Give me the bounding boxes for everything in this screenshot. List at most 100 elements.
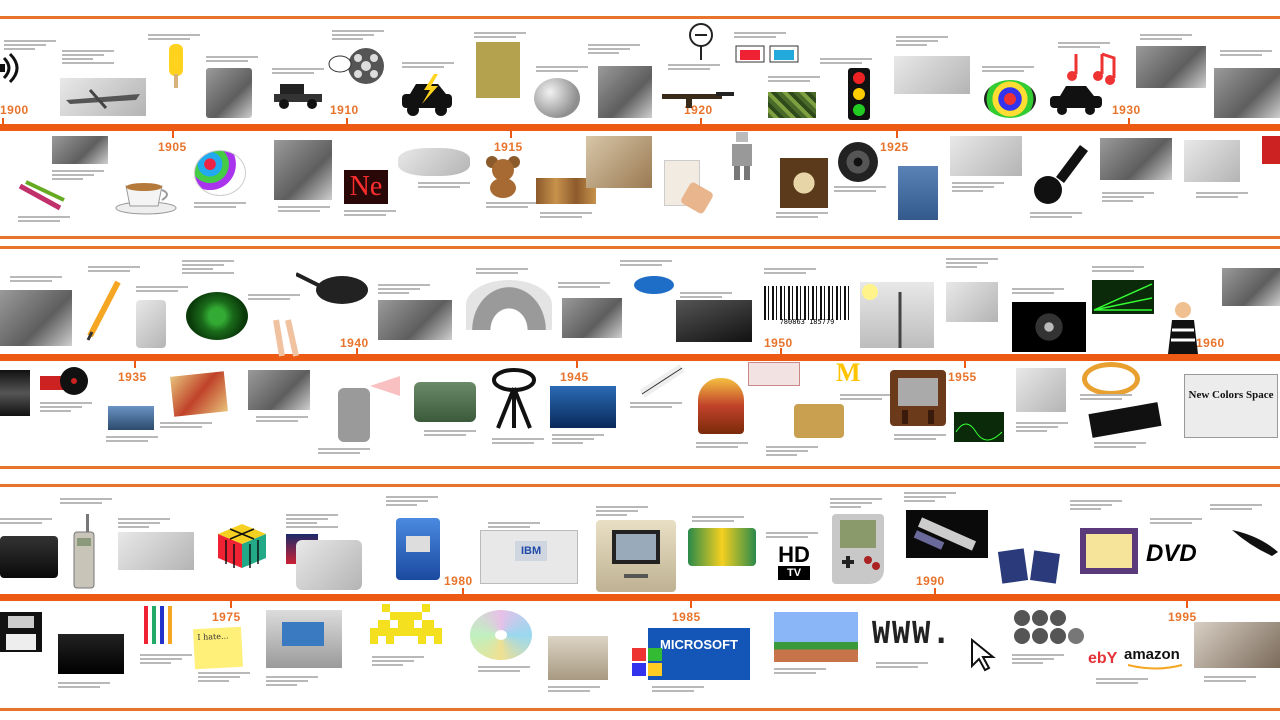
macintosh-computer-image xyxy=(596,520,676,592)
item-caption xyxy=(194,200,246,210)
item-caption xyxy=(952,180,1004,194)
traffic-light-image xyxy=(848,68,870,120)
cartoon-character-image xyxy=(548,636,608,680)
item-caption xyxy=(58,680,110,690)
loudspeaker-image xyxy=(838,142,878,182)
item-caption xyxy=(1150,516,1202,526)
axis-tick xyxy=(1186,598,1188,608)
item-caption xyxy=(1204,674,1256,684)
band-top-border xyxy=(0,246,1280,249)
year-label: 1990 xyxy=(916,574,945,588)
item-caption xyxy=(588,42,640,56)
item-caption xyxy=(596,504,648,518)
band-bottom-border xyxy=(0,466,1280,469)
crowd-photo xyxy=(894,56,970,94)
axis-tick xyxy=(896,128,898,138)
item-caption xyxy=(1092,264,1144,274)
item-caption xyxy=(18,214,70,224)
floppy-disk-photo xyxy=(296,540,362,590)
axis-tick xyxy=(964,358,966,368)
axis-tick xyxy=(934,588,936,598)
item-caption xyxy=(764,266,816,276)
item-caption xyxy=(62,48,114,66)
year-label: 1995 xyxy=(1168,610,1197,624)
item-caption xyxy=(894,432,946,442)
shuttle-wing-image xyxy=(1230,524,1280,560)
boxing-photo xyxy=(1136,46,1206,88)
ebay-logo: ebY xyxy=(1088,650,1132,672)
framed-art-inner xyxy=(1086,534,1132,568)
microphone-image xyxy=(688,22,714,60)
item-caption xyxy=(668,62,720,72)
item-caption xyxy=(1220,48,1272,58)
dvd-logo: DVD xyxy=(1146,540,1197,567)
item-caption xyxy=(88,264,140,274)
slinky-image xyxy=(466,280,552,330)
axis-tick xyxy=(690,598,692,608)
framed-art-image xyxy=(1080,528,1138,574)
item-caption xyxy=(60,496,112,506)
board-game-image xyxy=(170,371,228,417)
telephone-photo xyxy=(248,370,310,410)
axis-tick xyxy=(1128,118,1130,128)
item-caption xyxy=(286,512,338,530)
item-caption xyxy=(106,434,158,444)
item-caption xyxy=(318,446,370,456)
band-top-border xyxy=(0,484,1280,487)
axis-tick xyxy=(700,118,702,128)
item-caption xyxy=(10,274,62,284)
teacup-image xyxy=(112,176,180,216)
item-caption xyxy=(1012,652,1064,666)
barcode-image xyxy=(764,286,850,320)
newspaper-headline: New Colors Space xyxy=(1188,389,1274,401)
electric-car-icon xyxy=(398,74,456,118)
item-caption xyxy=(776,210,828,220)
item-caption xyxy=(876,660,928,670)
item-caption xyxy=(418,180,470,190)
ballpoint-pen-image xyxy=(84,278,124,342)
einstein-portrait xyxy=(206,68,252,118)
colored-pills-image xyxy=(194,150,246,196)
band-bottom-border xyxy=(0,708,1280,711)
oscilloscope-image xyxy=(954,412,1004,442)
computer-cabinet-image xyxy=(1016,368,1066,412)
mouse-cursor-icon xyxy=(968,637,1002,672)
item-caption xyxy=(488,520,540,530)
inventor-photo xyxy=(598,66,652,118)
axis-tick xyxy=(356,348,358,358)
item-caption xyxy=(332,28,384,42)
radio-waves-icon xyxy=(0,50,28,86)
kitchen-appliance-image xyxy=(1184,140,1240,182)
hdtv-logo-text: HD xyxy=(778,542,810,567)
item-caption xyxy=(768,74,820,84)
item-caption xyxy=(540,210,592,220)
vcr-image xyxy=(0,536,58,578)
microsoft-logo-text: MICROSOFT xyxy=(648,634,750,656)
metal-sphere-image xyxy=(534,78,580,118)
barcode-digits: 780863 185779 xyxy=(779,318,835,326)
item-caption xyxy=(904,490,956,504)
item-caption xyxy=(1096,676,1148,686)
item-caption xyxy=(40,400,92,414)
phone-handset-icon xyxy=(1030,144,1092,206)
item-caption xyxy=(378,282,430,296)
planet-image xyxy=(1012,302,1086,352)
item-caption xyxy=(820,56,872,66)
item-caption xyxy=(140,652,192,666)
item-caption xyxy=(1016,420,1068,434)
projector-photo xyxy=(1214,68,1280,118)
item-caption xyxy=(652,684,704,694)
colored-pencils-image xyxy=(140,604,180,648)
street-lamp-image xyxy=(860,282,934,348)
item-caption xyxy=(946,256,998,270)
hdtv-logo: HD TV xyxy=(766,544,822,584)
item-caption xyxy=(766,444,818,458)
band-top-border xyxy=(0,16,1280,19)
axis-tick xyxy=(134,358,136,368)
model-t-car-image xyxy=(272,80,324,110)
tripod-camera-image xyxy=(488,368,540,430)
printer-image xyxy=(118,532,194,570)
item-caption xyxy=(272,66,324,76)
year-label: 1950 xyxy=(764,336,793,350)
aerosol-can-image xyxy=(334,374,404,444)
